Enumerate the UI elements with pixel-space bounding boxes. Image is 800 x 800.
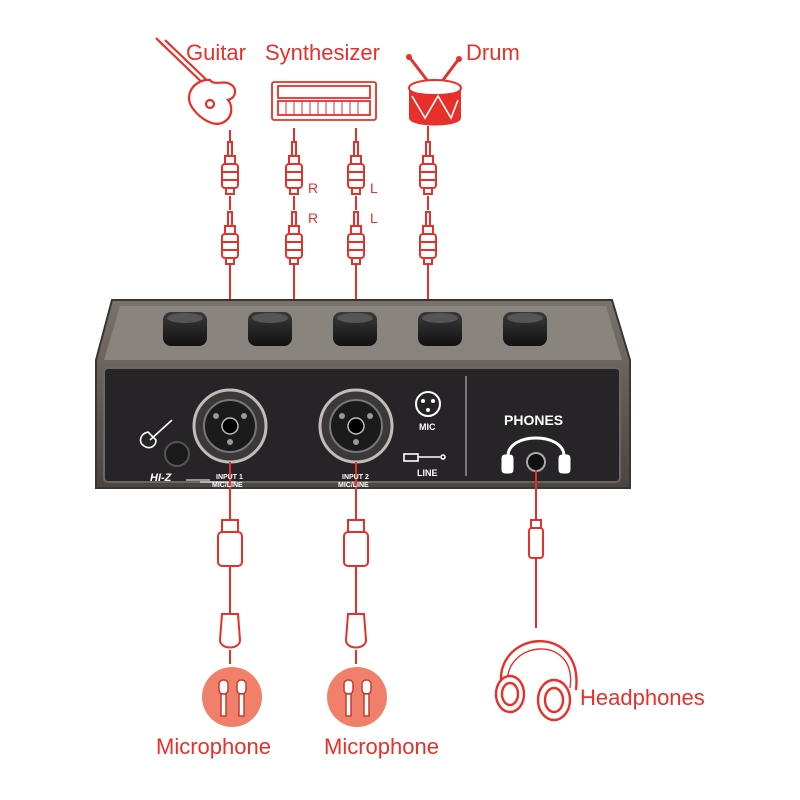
knob-4[interactable]	[418, 312, 462, 346]
microphone-2-label: Microphone	[324, 734, 439, 759]
knob-1[interactable]	[163, 312, 207, 346]
line-jack-icon	[403, 453, 446, 462]
knob-2[interactable]	[248, 312, 292, 346]
hiz-label: HI-Z	[150, 472, 172, 484]
hiz-guitar-icon	[139, 419, 173, 449]
input-2-sub-label: MIC/LINE	[338, 482, 369, 489]
audio-interface	[95, 299, 631, 489]
input-2-label: INPUT 2	[342, 474, 369, 481]
synthesizer-icon	[271, 81, 377, 121]
channel-r-upper: R	[308, 180, 319, 196]
guitar-plug-upper	[221, 141, 239, 195]
drum-plug-lower	[419, 211, 437, 265]
synth-r-plug-lower	[285, 211, 303, 265]
synth-l-plug-lower	[347, 211, 365, 265]
channel-r-lower: R	[308, 210, 319, 226]
input-1-combo-jack[interactable]	[192, 388, 268, 464]
synth-r-plug-upper	[285, 141, 303, 195]
mic1-cable	[217, 462, 243, 664]
headphones-panel-icon	[501, 436, 571, 474]
guitar-icon	[155, 37, 237, 125]
input-2-combo-jack[interactable]	[318, 388, 394, 464]
drum-plug-upper	[419, 141, 437, 195]
phones-output-jack[interactable]	[526, 452, 546, 472]
input-1-sub-label: MIC/LINE	[212, 482, 243, 489]
channel-l-lower: L	[370, 210, 378, 226]
headphones-label: Headphones	[580, 685, 705, 710]
microphone-1-icon	[202, 667, 262, 727]
line-label: LINE	[417, 468, 438, 478]
drum-icon	[406, 54, 462, 126]
microphone-2-icon	[327, 667, 387, 727]
headphones-icon	[494, 640, 578, 722]
channel-l-upper: L	[370, 180, 378, 196]
mic2-cable	[343, 462, 369, 664]
knobs	[163, 312, 547, 346]
xlr-mic-icon	[415, 391, 441, 417]
drum-label: Drum	[466, 40, 520, 65]
mic-label: MIC	[419, 422, 436, 432]
synth-l-plug-upper	[347, 141, 365, 195]
knob-3[interactable]	[333, 312, 377, 346]
guitar-label: Guitar	[186, 40, 246, 65]
guitar-plug-lower	[221, 211, 239, 265]
hiz-jack[interactable]	[164, 441, 190, 467]
phones-label: PHONES	[504, 412, 564, 428]
input-1-label: INPUT 1	[216, 474, 243, 481]
knob-5[interactable]	[503, 312, 547, 346]
headphones-cable	[528, 470, 544, 628]
synthesizer-label: Synthesizer	[265, 40, 380, 65]
microphone-1-label: Microphone	[156, 734, 271, 759]
